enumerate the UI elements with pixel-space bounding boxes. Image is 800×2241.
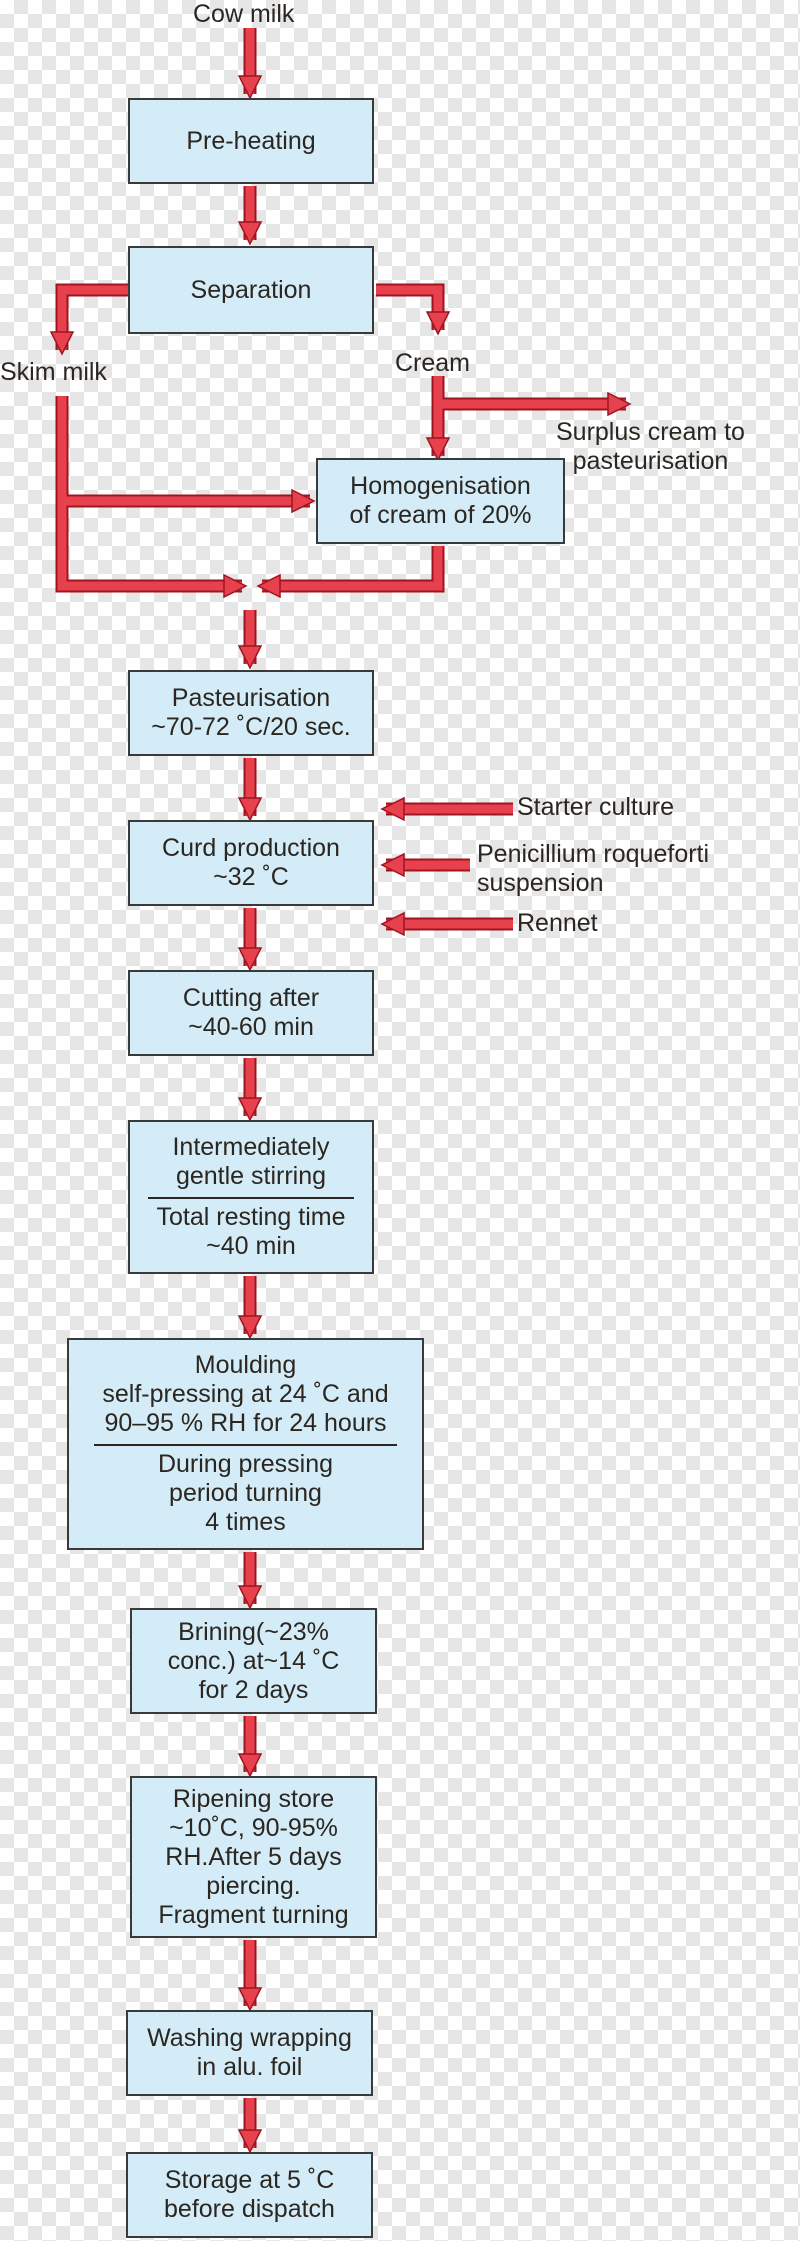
moulding-box: Moulding self-pressing at 24 ˚C and 90–9… bbox=[67, 1338, 424, 1550]
cream-label: Cream bbox=[395, 349, 471, 377]
pre-heating-box: Pre-heating bbox=[128, 98, 374, 184]
curd-production-box: Curd production ~32 ˚C bbox=[128, 820, 374, 906]
arrow-homog-to-merge bbox=[262, 546, 445, 593]
moulding-divider bbox=[93, 1444, 398, 1446]
rennet-label: Rennet bbox=[517, 909, 598, 937]
brining-box: Brining(~23% conc.) at~14 ˚C for 2 days bbox=[130, 1608, 377, 1714]
washing-box: Washing wrapping in alu. foil bbox=[126, 2010, 373, 2096]
penicillium-label: Penicillium roqueforti suspension bbox=[477, 840, 710, 897]
homogenisation-box: Homogenisation of cream of 20% bbox=[316, 458, 565, 544]
stirring-divider bbox=[148, 1197, 354, 1199]
stirring-box: Intermediately gentle stirring Total res… bbox=[128, 1120, 374, 1274]
arrow-separation-skim bbox=[55, 283, 128, 350]
arrow-skim-to-merge bbox=[55, 396, 242, 593]
surplus-cream-label: Surplus cream to pasteurisation bbox=[556, 418, 745, 475]
starter-culture-label: Starter culture bbox=[517, 793, 675, 821]
cutting-box: Cutting after ~40-60 min bbox=[128, 970, 374, 1056]
pasteurisation-box: Pasteurisation ~70-72 ˚C/20 sec. bbox=[128, 670, 374, 756]
ripening-box: Ripening store ~10˚C, 90-95% RH.After 5 … bbox=[130, 1776, 377, 1938]
skim-milk-label: Skim milk bbox=[0, 358, 107, 386]
cow-milk-label: Cow milk bbox=[193, 0, 295, 28]
storage-box: Storage at 5 ˚C before dispatch bbox=[126, 2152, 373, 2238]
separation-box: Separation bbox=[128, 246, 374, 334]
arrow-separation-cream bbox=[376, 283, 445, 330]
